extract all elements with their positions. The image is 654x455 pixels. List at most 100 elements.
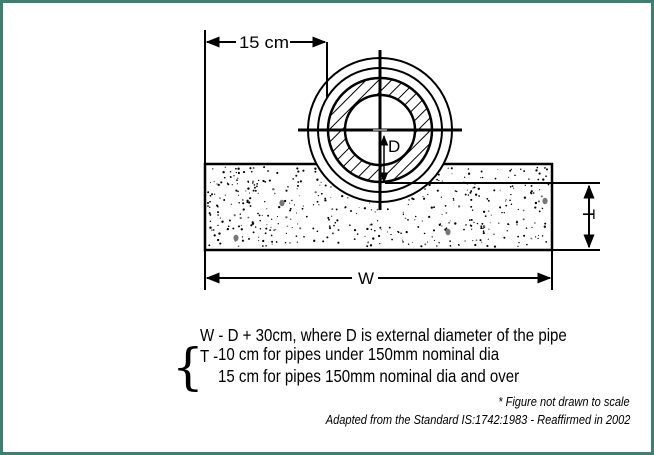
aggregate-speck (237, 167, 240, 170)
aggregate-speck (236, 177, 239, 180)
aggregate-speck (353, 229, 357, 232)
aggregate-speck (509, 185, 512, 188)
aggregate-speck (301, 207, 304, 210)
aggregate-speck (366, 245, 369, 248)
aggregate-speck (266, 223, 268, 226)
aggregate-speck (480, 170, 483, 173)
aggregate-speck (367, 241, 370, 244)
aggregate-speck (391, 238, 393, 241)
aggregate-speck (241, 236, 244, 238)
aggregate-speck (486, 244, 489, 248)
aggregate-speck (510, 203, 513, 205)
aggregate-speck (428, 215, 431, 218)
aggregate-speck (295, 235, 298, 237)
aggregate-speck (264, 181, 267, 183)
aggregate-speck (535, 169, 538, 172)
aggregate-speck (237, 245, 240, 248)
aggregate-speck (245, 190, 247, 192)
aggregate-speck (490, 214, 492, 216)
aggregate-speck (253, 184, 256, 186)
aggregate-speck (224, 166, 226, 168)
aggregate-speck (423, 197, 426, 200)
aggregate-speck (220, 181, 223, 184)
aggregate-speck (264, 232, 267, 235)
aggregate-speck (212, 168, 214, 170)
aggregate-speck (427, 193, 429, 196)
aggregate-speck (316, 200, 319, 203)
aggregate-speck (532, 192, 535, 194)
aggregate-speck (536, 166, 539, 169)
aggregate-speck (256, 183, 259, 185)
aggregate-speck (507, 176, 509, 178)
aggregate-speck (438, 223, 441, 226)
aggregate-speck (510, 168, 512, 171)
aggregate-speck (454, 222, 457, 225)
aggregate-speck (523, 196, 527, 199)
aggregate-speck (364, 235, 366, 237)
aggregate-speck (404, 217, 407, 220)
aggregate-speck (246, 201, 249, 204)
aggregate-speck (524, 184, 527, 187)
aggregate-speck (297, 170, 300, 173)
aggregate-speck (503, 236, 506, 239)
aggregate-speck (252, 182, 254, 184)
aggregate-speck (511, 185, 514, 187)
aggregate-speck (493, 189, 496, 192)
aggregate-speck (247, 181, 250, 183)
aggregate-speck (468, 219, 471, 221)
aggregate-speck (256, 185, 258, 188)
aggregate-speck (517, 208, 519, 211)
aggregate-speck (530, 237, 533, 240)
aggregate-speck (249, 192, 251, 194)
aggregate-speck (436, 189, 439, 192)
thickness-label: T (579, 209, 598, 219)
aggregate-speck (369, 202, 371, 204)
aggregate-speck (539, 189, 541, 191)
aggregate-speck (209, 226, 212, 229)
aggregate-speck (449, 240, 451, 242)
aggregate-speck (262, 179, 265, 183)
aggregate-speck (289, 242, 291, 244)
aggregate-speck (219, 217, 221, 219)
aggregate-speck (296, 184, 300, 187)
aggregate-speck (252, 189, 255, 192)
aggregate-speck (469, 224, 472, 226)
aggregate-speck (523, 234, 526, 237)
aggregate-speck (266, 169, 270, 173)
width-label: W (358, 269, 374, 288)
aggregate-speck (223, 199, 226, 201)
aggregate-speck (504, 200, 507, 202)
aggregate-speck (271, 218, 273, 220)
aggregate-speck (237, 194, 240, 196)
aggregate-speck (208, 212, 211, 215)
aggregate-speck (261, 214, 263, 216)
aggregate-speck (299, 227, 302, 230)
aggregate-speck (499, 206, 502, 209)
aggregate-speck (276, 216, 279, 218)
aggregate-speck (388, 226, 391, 229)
aggregate-speck (249, 167, 252, 170)
aggregate-speck (432, 229, 436, 232)
aggregate-speck (408, 199, 410, 201)
aggregate-speck (254, 226, 257, 228)
aggregate-speck (305, 215, 308, 218)
aggregate-speck (268, 179, 271, 182)
aggregate-speck (217, 211, 219, 214)
aggregate-speck (379, 227, 382, 229)
aggregate-speck (259, 219, 261, 222)
aggregate-speck (445, 212, 448, 214)
aggregate-speck (407, 219, 409, 221)
aggregate-speck (509, 199, 511, 202)
aggregate-speck (471, 228, 473, 230)
aggregate-speck (540, 195, 543, 198)
aggregate-speck (217, 224, 219, 227)
aggregate-speck (251, 221, 254, 224)
aggregate-speck (275, 241, 278, 243)
aggregate-speck (538, 172, 541, 175)
aggregate-speck (249, 205, 252, 207)
aggregate-speck (322, 240, 325, 243)
aggregate-speck (242, 208, 245, 211)
aggregate-speck (241, 239, 245, 242)
aggregate-speck (271, 243, 273, 245)
aggregate-speck (285, 189, 288, 192)
